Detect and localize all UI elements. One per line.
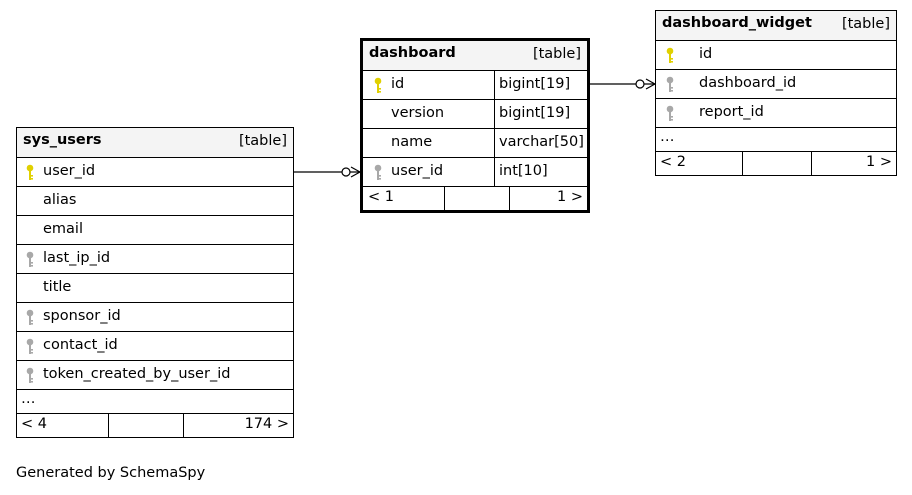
column-row[interactable]: id bigint[19]	[363, 70, 587, 99]
column-name: alias	[43, 192, 77, 208]
column-row[interactable]: token_created_by_user_id	[17, 360, 293, 389]
parents-count-link[interactable]: < 4	[21, 416, 47, 432]
foreign-key-icon	[25, 251, 35, 269]
table-header: sys_users [table]	[17, 128, 293, 157]
table-kind: [table]	[841, 16, 890, 32]
column-name: id	[699, 46, 713, 62]
column-row[interactable]: report_id	[656, 98, 896, 127]
ellipsis-row: …	[656, 127, 896, 151]
column-name: sponsor_id	[43, 308, 121, 324]
column-type: varchar[50]	[499, 134, 584, 150]
foreign-key-icon	[25, 367, 35, 385]
column-name: name	[391, 134, 433, 150]
primary-key-icon	[373, 77, 383, 95]
divider	[742, 152, 743, 175]
column-row[interactable]: dashboard_id	[656, 69, 896, 98]
table-dashboard[interactable]: dashboard [table] id bigint[19] version …	[360, 38, 590, 213]
primary-key-icon	[665, 47, 675, 65]
column-name: report_id	[699, 104, 764, 120]
table-sys-users[interactable]: sys_users [table] user_id alias email la…	[16, 127, 294, 438]
column-name: title	[43, 279, 72, 295]
table-header: dashboard_widget [table]	[656, 11, 896, 40]
column-row[interactable]: alias	[17, 186, 293, 215]
generated-by-footer: Generated by SchemaSpy	[16, 465, 206, 481]
divider	[811, 152, 812, 175]
table-kind: [table]	[532, 46, 581, 62]
divider	[108, 414, 109, 437]
relation-dashboard-to-dashboard-widget	[588, 78, 656, 90]
relation-sys-users-to-dashboard	[294, 166, 361, 178]
divider	[494, 129, 495, 157]
ellipsis-row: …	[17, 389, 293, 413]
column-name: token_created_by_user_id	[43, 366, 231, 382]
children-count-link[interactable]: 1 >	[557, 189, 583, 205]
table-kind: [table]	[238, 133, 287, 149]
column-name: version	[391, 105, 445, 121]
nav-row: < 2 1 >	[656, 151, 896, 175]
column-type: bigint[19]	[499, 105, 571, 121]
table-dashboard-widget[interactable]: dashboard_widget [table] id dashboard_id…	[655, 10, 897, 176]
column-row[interactable]: contact_id	[17, 331, 293, 360]
column-row[interactable]: sponsor_id	[17, 302, 293, 331]
column-type: int[10]	[499, 163, 548, 179]
column-name: dashboard_id	[699, 75, 797, 91]
parents-count-link[interactable]: < 1	[368, 189, 394, 205]
children-count-link[interactable]: 1 >	[866, 154, 892, 170]
nav-row: < 1 1 >	[363, 186, 587, 210]
column-row[interactable]: version bigint[19]	[363, 99, 587, 128]
column-name: email	[43, 221, 83, 237]
foreign-key-icon	[373, 164, 383, 182]
column-row[interactable]: user_id	[17, 157, 293, 186]
column-name: user_id	[43, 163, 96, 179]
divider	[183, 414, 184, 437]
nav-row: < 4 174 >	[17, 413, 293, 437]
divider	[494, 100, 495, 128]
foreign-key-icon	[25, 338, 35, 356]
column-name: contact_id	[43, 337, 118, 353]
children-count-link[interactable]: 174 >	[244, 416, 289, 432]
divider	[444, 187, 445, 210]
foreign-key-icon	[665, 76, 675, 94]
column-name: id	[391, 76, 405, 92]
foreign-key-icon	[665, 105, 675, 123]
table-name: dashboard_widget	[662, 15, 812, 31]
column-type: bigint[19]	[499, 76, 571, 92]
more-columns-ellipsis: …	[660, 129, 675, 145]
column-row[interactable]: id	[656, 40, 896, 69]
column-row[interactable]: user_id int[10]	[363, 157, 587, 186]
divider	[494, 71, 495, 99]
parents-count-link[interactable]: < 2	[660, 154, 686, 170]
column-row[interactable]: email	[17, 215, 293, 244]
table-header: dashboard [table]	[363, 41, 587, 70]
more-columns-ellipsis: …	[21, 391, 36, 407]
column-row[interactable]: name varchar[50]	[363, 128, 587, 157]
divider	[494, 158, 495, 186]
column-name: last_ip_id	[43, 250, 111, 266]
divider	[509, 187, 510, 210]
table-name: sys_users	[23, 132, 102, 148]
table-name: dashboard	[369, 45, 456, 61]
foreign-key-icon	[25, 309, 35, 327]
column-row[interactable]: title	[17, 273, 293, 302]
column-row[interactable]: last_ip_id	[17, 244, 293, 273]
primary-key-icon	[25, 164, 35, 182]
column-name: user_id	[391, 163, 444, 179]
